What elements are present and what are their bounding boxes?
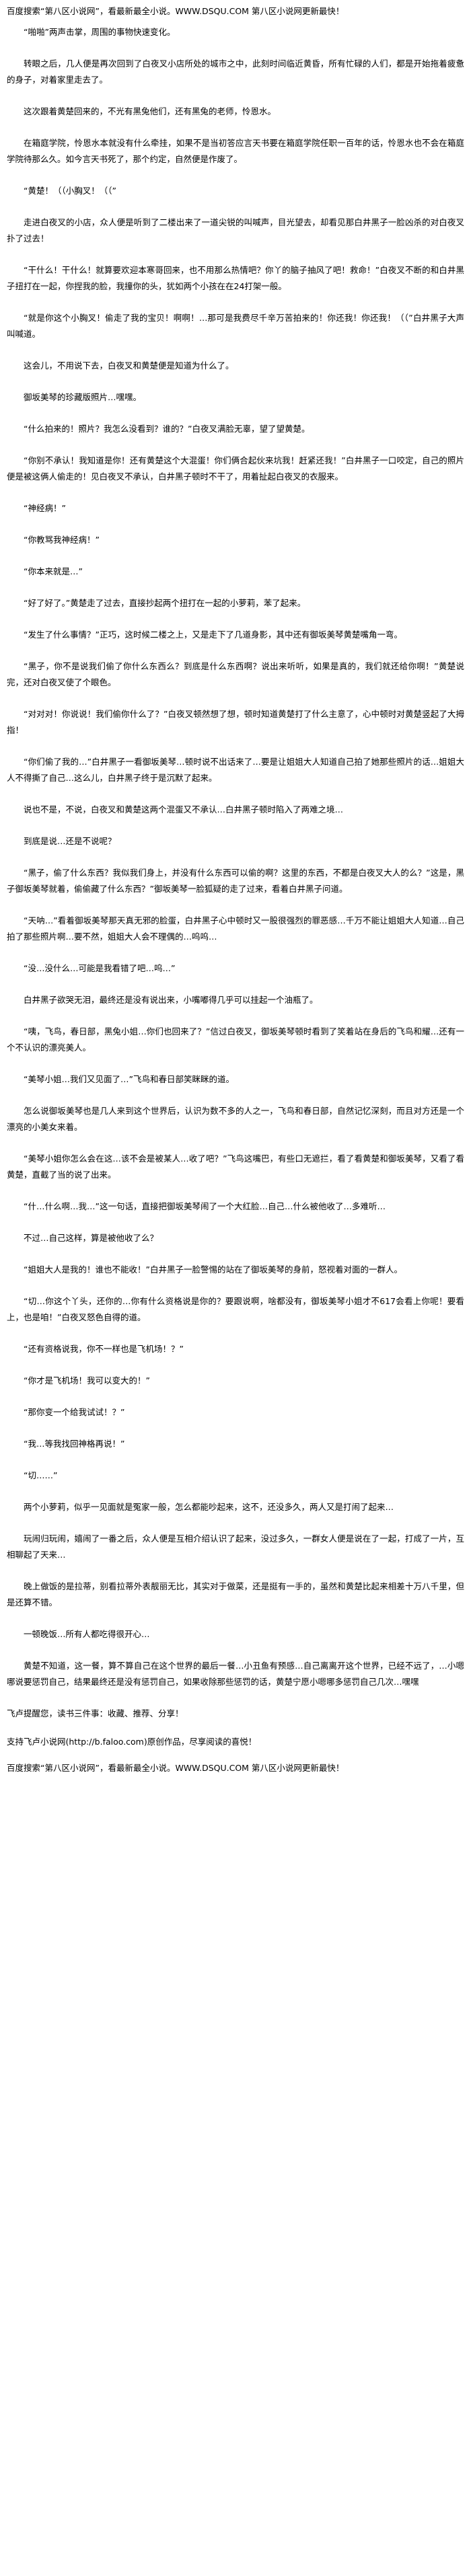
paragraph: “没…没什么…可能是我看错了吧…呜…” [24, 963, 176, 973]
chapter-body: “啪啪”两声击掌，周围的事物快速变化。 转眼之后，几人便是再次回到了白夜叉小店所… [7, 24, 464, 1690]
paragraph: “切……” [24, 1470, 58, 1480]
paragraph: “你本来就是…” [24, 566, 83, 576]
paragraph: “你教骂我神经病！” [24, 535, 100, 545]
paragraph: “你别不承认！我知道是你！还有黄楚这个大混蛋！你们俩合起伙来坑我！赶紧还我！”白… [7, 455, 464, 482]
reading-reminder: 飞卢提醒您，读书三件事：收藏、推荐、分享！ [7, 1708, 184, 1718]
paragraph: “美琴小姐…我们又见面了…”飞鸟和春日部笑眯眯的道。 [24, 1074, 234, 1084]
paragraph: “什…什么啊…我…”这一句话，直接把御坂美琴闹了一个大红脸…自己…什么被他收了…… [24, 1201, 386, 1211]
paragraph: “什么拍来的！照片？我怎么没看到？谁的？”白夜叉满脸无辜，望了望黄楚。 [24, 424, 310, 434]
paragraph: “姐姐大人是我的！谁也不能收！”白井黑子一脸警惕的站在了御坂美琴的身前，怒视着对… [24, 1264, 402, 1275]
paragraph: “神经病！” [24, 503, 66, 513]
paragraph: “咦，飞鸟，春日部，黑兔小姐…你们也回来了？”信过白夜叉，御坂美琴顿时看到了笑着… [7, 1026, 464, 1053]
paragraph: 在箱庭学院，怜恩水本就没有什么牵挂，如果不是当初答应言天书要在箱庭学院任职一百年… [7, 138, 464, 164]
paragraph: “我…等我找回神格再说！” [24, 1439, 125, 1449]
paragraph: “就是你这个小胸叉！偷走了我的宝贝！啊啊！…那可是我费尽千辛万苦拍来的！你还我！… [7, 313, 464, 339]
paragraph: “发生了什么事情？”正巧，这时候二楼之上，又是走下了几道身影，其中还有御坂美琴黄… [24, 630, 402, 640]
paragraph: “还有资格说我，你不一样也是飞机场！？” [24, 1344, 184, 1354]
paragraph: 黄楚不知道，这一餐，算不算自己在这个世界的最后一餐…小丑鱼有预感…自己离离开这个… [7, 1661, 464, 1687]
paragraph: “美琴小姐你怎么会在这…该不会是被某人…收了吧？”飞鸟这嘴巴，有些口无遮拦，看了… [7, 1153, 464, 1180]
paragraph: 这次跟着黄楚回来的，不光有黑兔他们，还有黑兔的老师，怜恩水。 [24, 106, 277, 116]
paragraph: 两个小萝莉，似乎一见面就是冤家一般，怎么都能吵起来，这不，还没多久，两人又是打闹… [24, 1502, 394, 1512]
paragraph: 御坂美琴的珍藏版照片…嘿嘿。 [24, 392, 142, 402]
paragraph: “啪啪”两声击掌，周围的事物快速变化。 [24, 27, 176, 37]
paragraph: 一顿晚饭…所有人都吃得很开心… [24, 1629, 150, 1639]
paragraph: “黑子，你不是说我们偷了你什么东西么？到底是什么东西啊？说出来听听，如果是真的，… [7, 661, 464, 687]
bottom-banner: 百度搜索“第八区小说网”，看最新最全小说。WWW.DSQU.COM 第八区小说网… [7, 1763, 345, 1773]
paragraph: 转眼之后，几人便是再次回到了白夜叉小店所处的城市之中，此刻时间临近黄昏，所有忙碌… [7, 59, 464, 85]
paragraph: “切…你这个丫头，还你的…你有什么资格说是你的？要跟说啊，啥都没有，御坂美琴小姐… [7, 1296, 464, 1322]
paragraph: 怎么说御坂美琴也是几人来到这个世界后，认识为数不多的人之一，飞鸟和春日部，自然记… [7, 1106, 464, 1132]
paragraph: “天呐…”看着御坂美琴那天真无邪的脸蛋，白井黑子心中顿时又一股很强烈的罪恶感…千… [7, 915, 464, 942]
paragraph: 这会儿，不用说下去，白夜叉和黄楚便是知道为什么了。 [24, 361, 234, 371]
paragraph: “对对对！你说说！我们偷你什么了？”白夜叉顿然想了想，顿时知道黄楚打了什么主意了… [7, 709, 464, 735]
paragraph: 晚上做饭的是拉蒂，别看拉蒂外表靓丽无比，其实对于做菜，还是挺有一手的，虽然和黄楚… [7, 1581, 464, 1607]
paragraph: 到底是说…还是不说呢？ [24, 836, 116, 846]
top-banner: 百度搜索“第八区小说网”，看最新最全小说。WWW.DSQU.COM 第八区小说网… [7, 6, 345, 16]
paragraph: 说也不是，不说，白夜叉和黄楚这两个混蛋又不承认…白井黑子顿时陷入了两难之境… [24, 804, 344, 815]
paragraph: “你才是飞机场！我可以变大的！” [24, 1375, 150, 1386]
paragraph: 白井黑子欲哭无泪，最终还是没有说出来，小嘴嘟得几乎可以挂起一个油瓶了。 [24, 995, 318, 1005]
paragraph: “黑子，偷了什么东西？我似我们身上，并没有什么东西可以偷的啊？这里的东西，不都是… [7, 868, 464, 894]
paragraph: “好了好了。”黄楚走了过去，直接抄起两个扭打在一起的小萝莉，苯了起来。 [24, 598, 306, 608]
paragraph: 走进白夜叉的小店，众人便是听到了二楼出来了一道尖锐的叫喊声，目光望去，却看见那白… [7, 217, 464, 243]
paragraph: “那你变一个给我试试！？” [24, 1407, 125, 1417]
paragraph: “黄楚！（（小胸叉！（（” [24, 186, 116, 196]
paragraph: 不过…自己这样，算是被他收了么？ [24, 1233, 159, 1243]
support-notice: 支持飞卢小说网(http://b.faloo.com)原创作品，尽享阅读的喜悦！ [7, 1737, 257, 1747]
paragraph: 玩闹归玩闹，嬉闹了一番之后，众人便是互相介绍认识了起来，没过多久，一群女人便是说… [7, 1533, 464, 1560]
paragraph: “干什么！干什么！就算要欢迎本寒哥回来，也不用那么热情吧？你丫的脑子抽风了吧！救… [7, 265, 464, 291]
paragraph: “你们偷了我的…”白井黑子一看御坂美琴…顿时说不出话来了…要是让姐姐大人知道自己… [7, 757, 464, 783]
